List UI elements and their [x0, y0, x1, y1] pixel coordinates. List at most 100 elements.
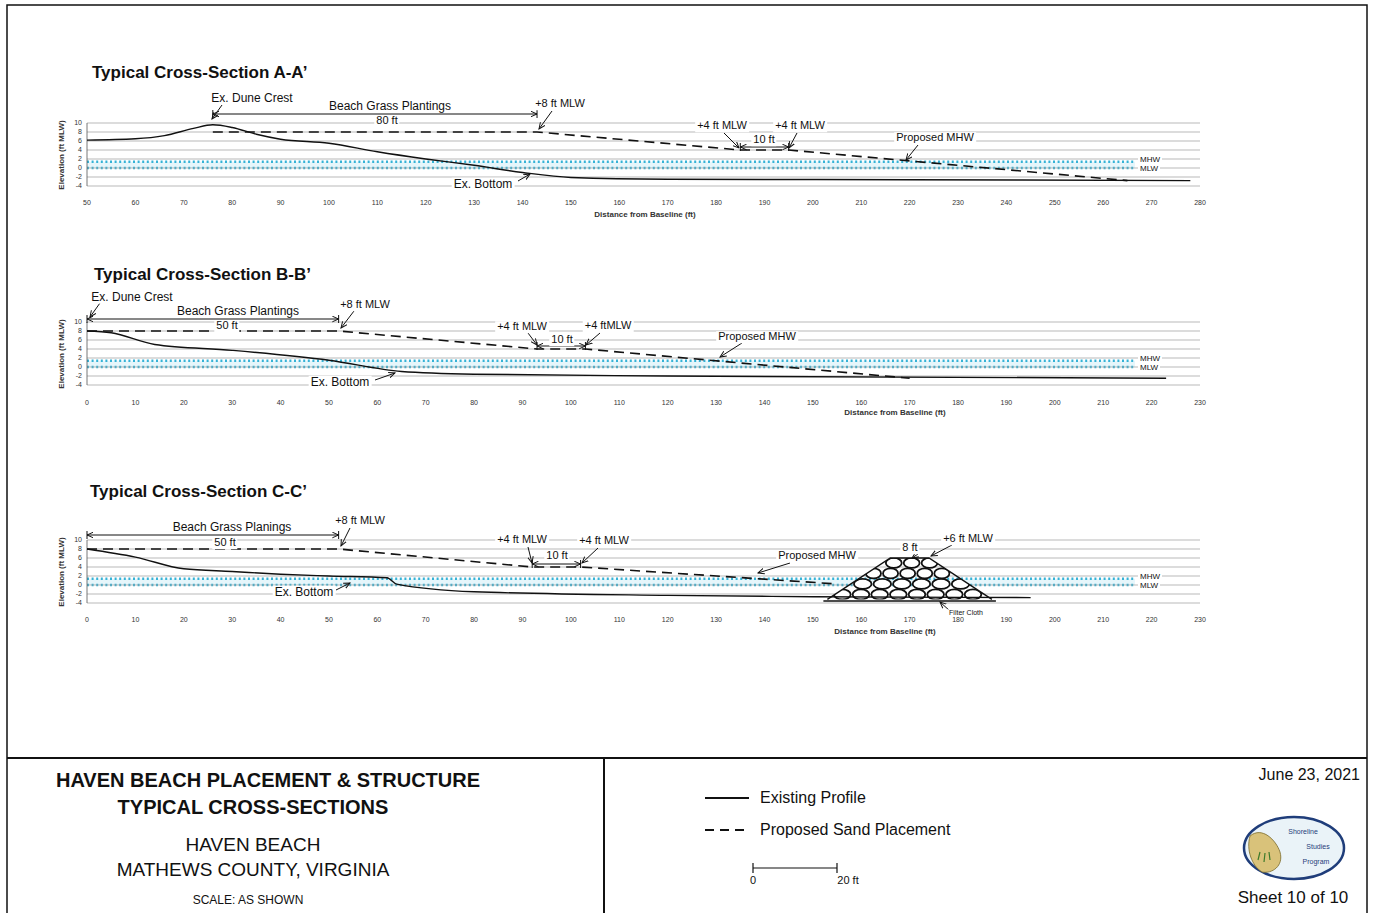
section-heading: Typical Cross-Section B-B’ [94, 266, 311, 284]
grid-line [87, 367, 1200, 368]
tick-label: 0 [78, 581, 82, 588]
armor-stone [834, 589, 851, 599]
sill-outline [827, 558, 992, 599]
tick-label: 0 [78, 363, 82, 370]
leader-line [528, 547, 532, 563]
tide-line [87, 577, 1135, 580]
tick-label: 4 [78, 563, 82, 570]
tick-label: 110 [614, 616, 625, 623]
title-block-line [7, 757, 1367, 759]
tick-label: 170 [904, 616, 916, 623]
annotation: +8 ft MLW [533, 98, 587, 110]
annotation: Beach Grass Plantings [175, 305, 301, 318]
scale-note: SCALE: AS SHOWN [193, 894, 304, 907]
tick-label: -2 [76, 372, 82, 379]
armor-stone [922, 558, 938, 568]
annotation: Ex. Bottom [273, 586, 336, 599]
logo-text: Program [1303, 858, 1330, 865]
annotation: MHW [1138, 573, 1162, 581]
tide-line [87, 359, 1135, 362]
tick-label: 200 [1049, 616, 1061, 623]
tick-label: 110 [372, 199, 383, 206]
grid-line [87, 349, 1200, 350]
annotation: Ex. Dune Crest [209, 92, 294, 105]
logo-text: Shoreline [1288, 828, 1318, 835]
tick-label: 0 [85, 616, 89, 623]
tick-label: 60 [373, 399, 381, 406]
project-title: HAVEN BEACH PLACEMENT & STRUCTURE [56, 770, 480, 791]
axis-line [87, 123, 88, 186]
tick-label: 10 [131, 616, 139, 623]
tick-label: 160 [855, 399, 867, 406]
sheet-title: TYPICAL CROSS-SECTIONS [118, 797, 389, 818]
tick-label: 40 [277, 616, 285, 623]
tick-label: -2 [76, 590, 82, 597]
tick-label: 2 [78, 354, 82, 361]
tick-label: -4 [76, 182, 82, 189]
grid-line [87, 150, 1200, 151]
logo-oval [1244, 817, 1344, 879]
tick-label: 150 [565, 199, 577, 206]
annotation: +4 ftMLW [583, 320, 634, 332]
dimension-tick [580, 560, 581, 568]
annotation: Proposed MHW [894, 132, 976, 144]
tick-label: 6 [78, 336, 82, 343]
tick-label: 90 [519, 616, 527, 623]
grid-line [87, 159, 1200, 160]
existing-profile [87, 331, 1166, 378]
armor-stone [913, 579, 931, 589]
scale-bar [753, 863, 837, 873]
annotation: +8 ft MLW [338, 299, 392, 311]
dimension-tick [87, 315, 88, 323]
scale-tick [752, 863, 753, 873]
grid-line [87, 186, 1200, 187]
section-heading: Typical Cross-Section C-C’ [90, 483, 307, 501]
tick-label: 110 [614, 399, 625, 406]
armor-stone [883, 568, 898, 578]
tick-label: 260 [1097, 199, 1109, 206]
annotation: +4 ft MLW [495, 321, 549, 333]
legend-text: Existing Profile [760, 790, 866, 807]
annotation: Beach Grass Planings [171, 521, 294, 534]
cross-section [87, 105, 1200, 186]
tide-band [87, 361, 1135, 367]
proposed-profile [87, 331, 910, 378]
existing-profile [87, 125, 1190, 181]
armor-stone [952, 579, 970, 589]
tick-label: 140 [759, 616, 771, 623]
grid-line [87, 567, 1200, 568]
annotation: 10 ft [544, 550, 569, 562]
leader-line [336, 583, 350, 590]
tick-label: 120 [662, 399, 674, 406]
tick-label: 8 [78, 327, 82, 334]
tick-label: 60 [373, 616, 381, 623]
tick-label: 0 [78, 164, 82, 171]
tick-label: 80 [470, 616, 478, 623]
tick-label: 4 [78, 345, 82, 352]
logo-grass [1258, 852, 1270, 862]
tick-label: 70 [422, 399, 430, 406]
legend-sample [705, 829, 749, 831]
axis-title: Elevation (ft MLW) [58, 537, 66, 606]
grid-line [87, 558, 1200, 559]
tick-label: 70 [180, 199, 188, 206]
grid-line [87, 385, 1200, 386]
tick-label: 150 [807, 399, 819, 406]
tide-line [87, 160, 1135, 163]
date: June 23, 2021 [1259, 767, 1360, 784]
tick-label: 40 [277, 399, 285, 406]
annotation: MHW [1138, 355, 1162, 363]
scale-line [753, 867, 837, 868]
section-heading: Typical Cross-Section A-A’ [92, 64, 307, 82]
annotation: +6 ft MLW [941, 533, 995, 545]
leader-line [720, 343, 742, 357]
dimension-line [532, 564, 580, 565]
annotation: Filter Cloth [947, 609, 985, 616]
armor-stone [890, 589, 907, 599]
scale-tick [836, 863, 837, 873]
tick-label: 200 [807, 199, 819, 206]
annotation: 10 ft [549, 334, 574, 346]
tick-label: 160 [855, 616, 867, 623]
tick-label: 4 [78, 146, 82, 153]
